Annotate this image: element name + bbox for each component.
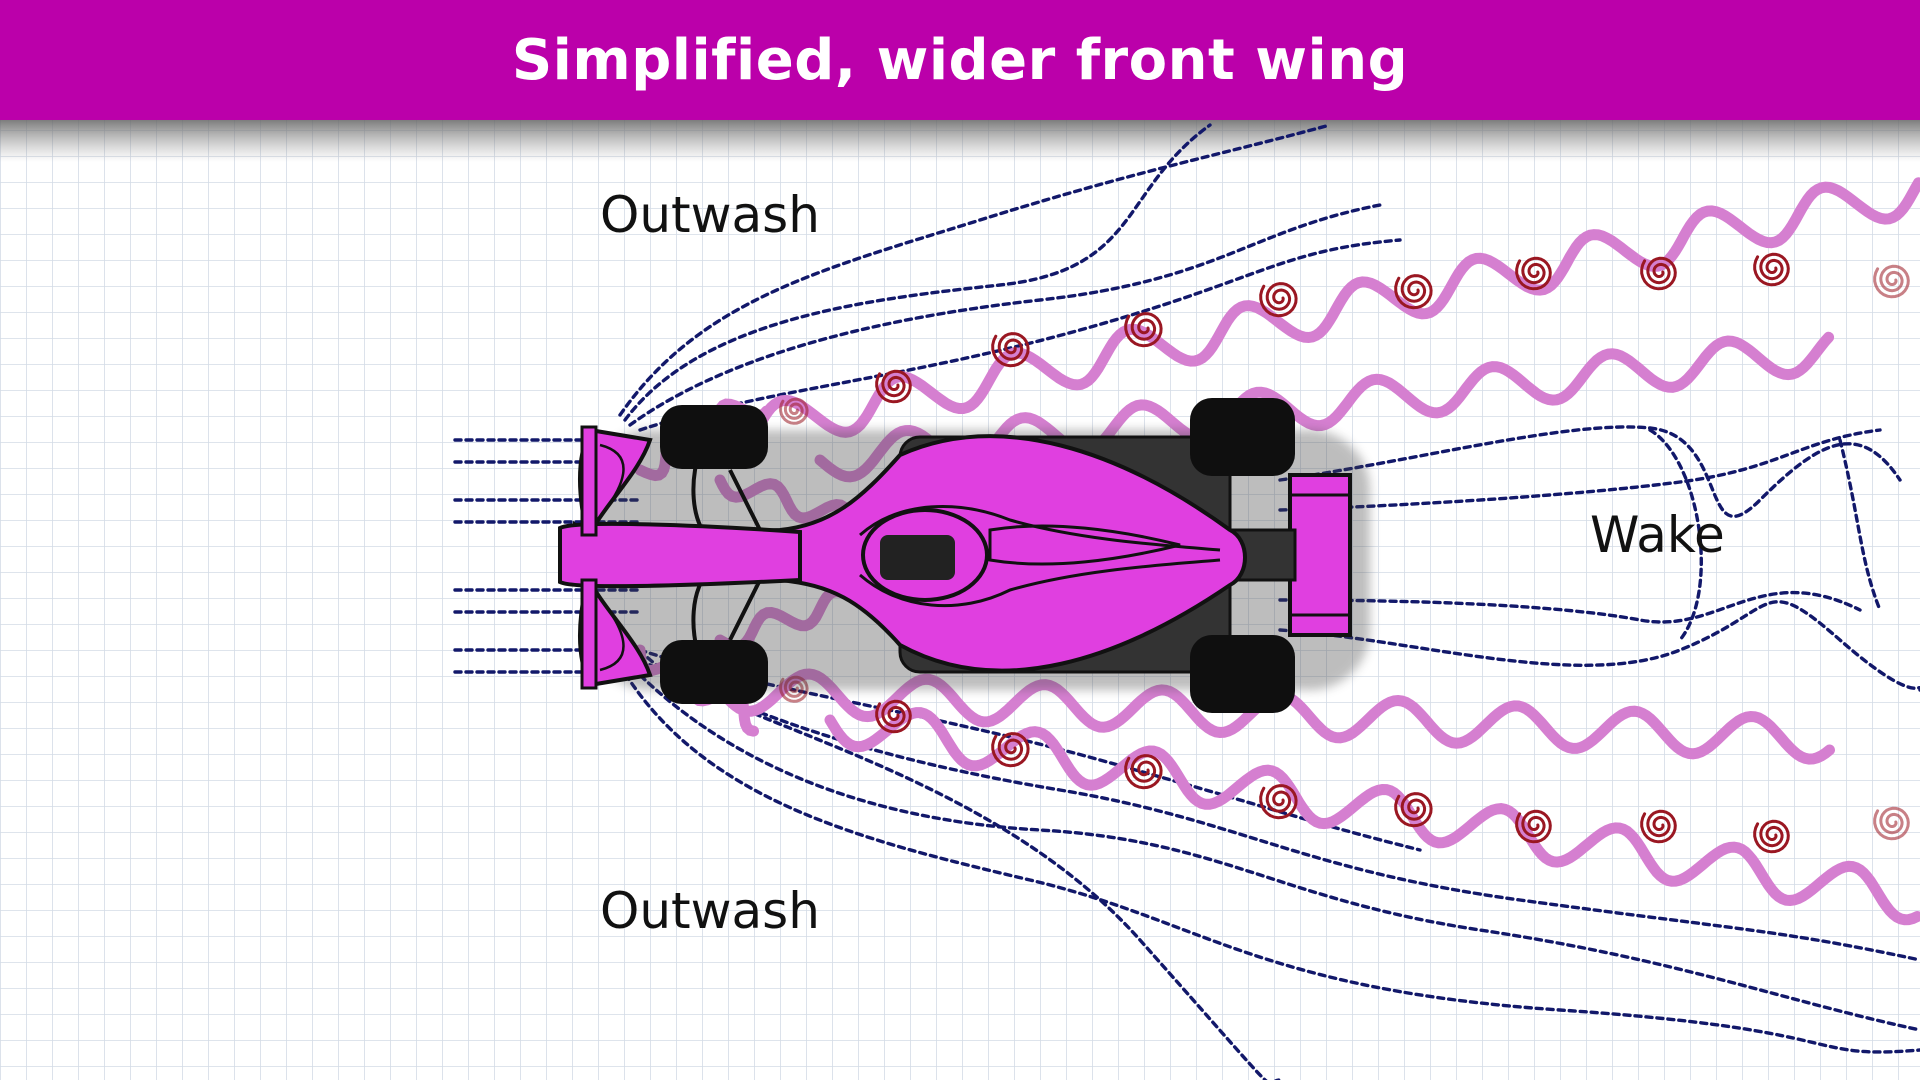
vortex-spiral-icon [1394,274,1433,310]
vortex-spiral-icon [875,369,912,404]
vortex-spiral-icon [1753,252,1790,287]
halo [861,508,989,602]
streamline [628,653,1920,962]
vortex-spiral-icon [1873,806,1910,841]
streamline [628,203,1382,427]
vortex-spiral-icon [991,732,1030,768]
streamline [618,123,1332,417]
vortex-spiral-icon [991,332,1030,368]
ribbon [824,707,1920,926]
vortex-spiral-icon [1753,819,1790,854]
tyre-rear-right [1190,635,1295,713]
cockpit [880,535,955,580]
banner-background [0,0,1920,120]
vortex-spiral-icon [1259,784,1298,820]
wake-line [1278,425,1902,518]
vortex-spiral-icon [1640,256,1677,291]
front-suspension [728,579,762,641]
vortex-spiral-icon [1515,256,1552,291]
vortex-spiral-icon [1640,809,1677,844]
banner-shadow [0,120,1920,162]
front-suspension [728,469,762,531]
wake-line [1278,428,1882,512]
tyre-rear-left [1190,398,1295,476]
vortex-spiral-icon [1873,264,1910,299]
vortex-spiral-icon [1124,312,1163,348]
wake-label: Wake [1590,506,1725,564]
vortex-spiral-icon [875,699,912,734]
wake-line [1278,590,1862,624]
vortex-spiral-icon [779,397,809,425]
vortex-spirals [779,252,1910,854]
title-banner: Simplified, wider front wing [0,0,1920,120]
endplate-right [580,578,598,690]
outwash-label-top: Outwash [600,186,820,244]
vortex-spiral-icon [1124,754,1163,790]
streamline [623,123,1212,422]
streamline [638,648,1282,1080]
tyre-front-left [660,405,768,469]
wing-flap-line [599,604,625,672]
page-title: Simplified, wider front wing [511,27,1409,93]
streamline [638,238,1402,432]
streamline [623,658,1920,1032]
outwash-label-bottom: Outwash [600,882,820,940]
wake-line [1278,600,1920,692]
streamline [618,663,1920,1054]
vortex-spiral-icon [1259,282,1298,318]
wake-line [1838,438,1882,612]
wing-flap-line [599,443,625,511]
endplate-left [580,425,598,537]
wake-streamlines [1278,425,1920,692]
rear-wing [1288,473,1352,637]
engine-cover [988,524,1181,566]
f1-car [558,398,1370,713]
tyre-front-right [660,640,768,704]
vortex-spiral-icon [1515,809,1552,844]
vortex-spiral-icon [1394,792,1433,828]
wake-line [1648,428,1703,642]
